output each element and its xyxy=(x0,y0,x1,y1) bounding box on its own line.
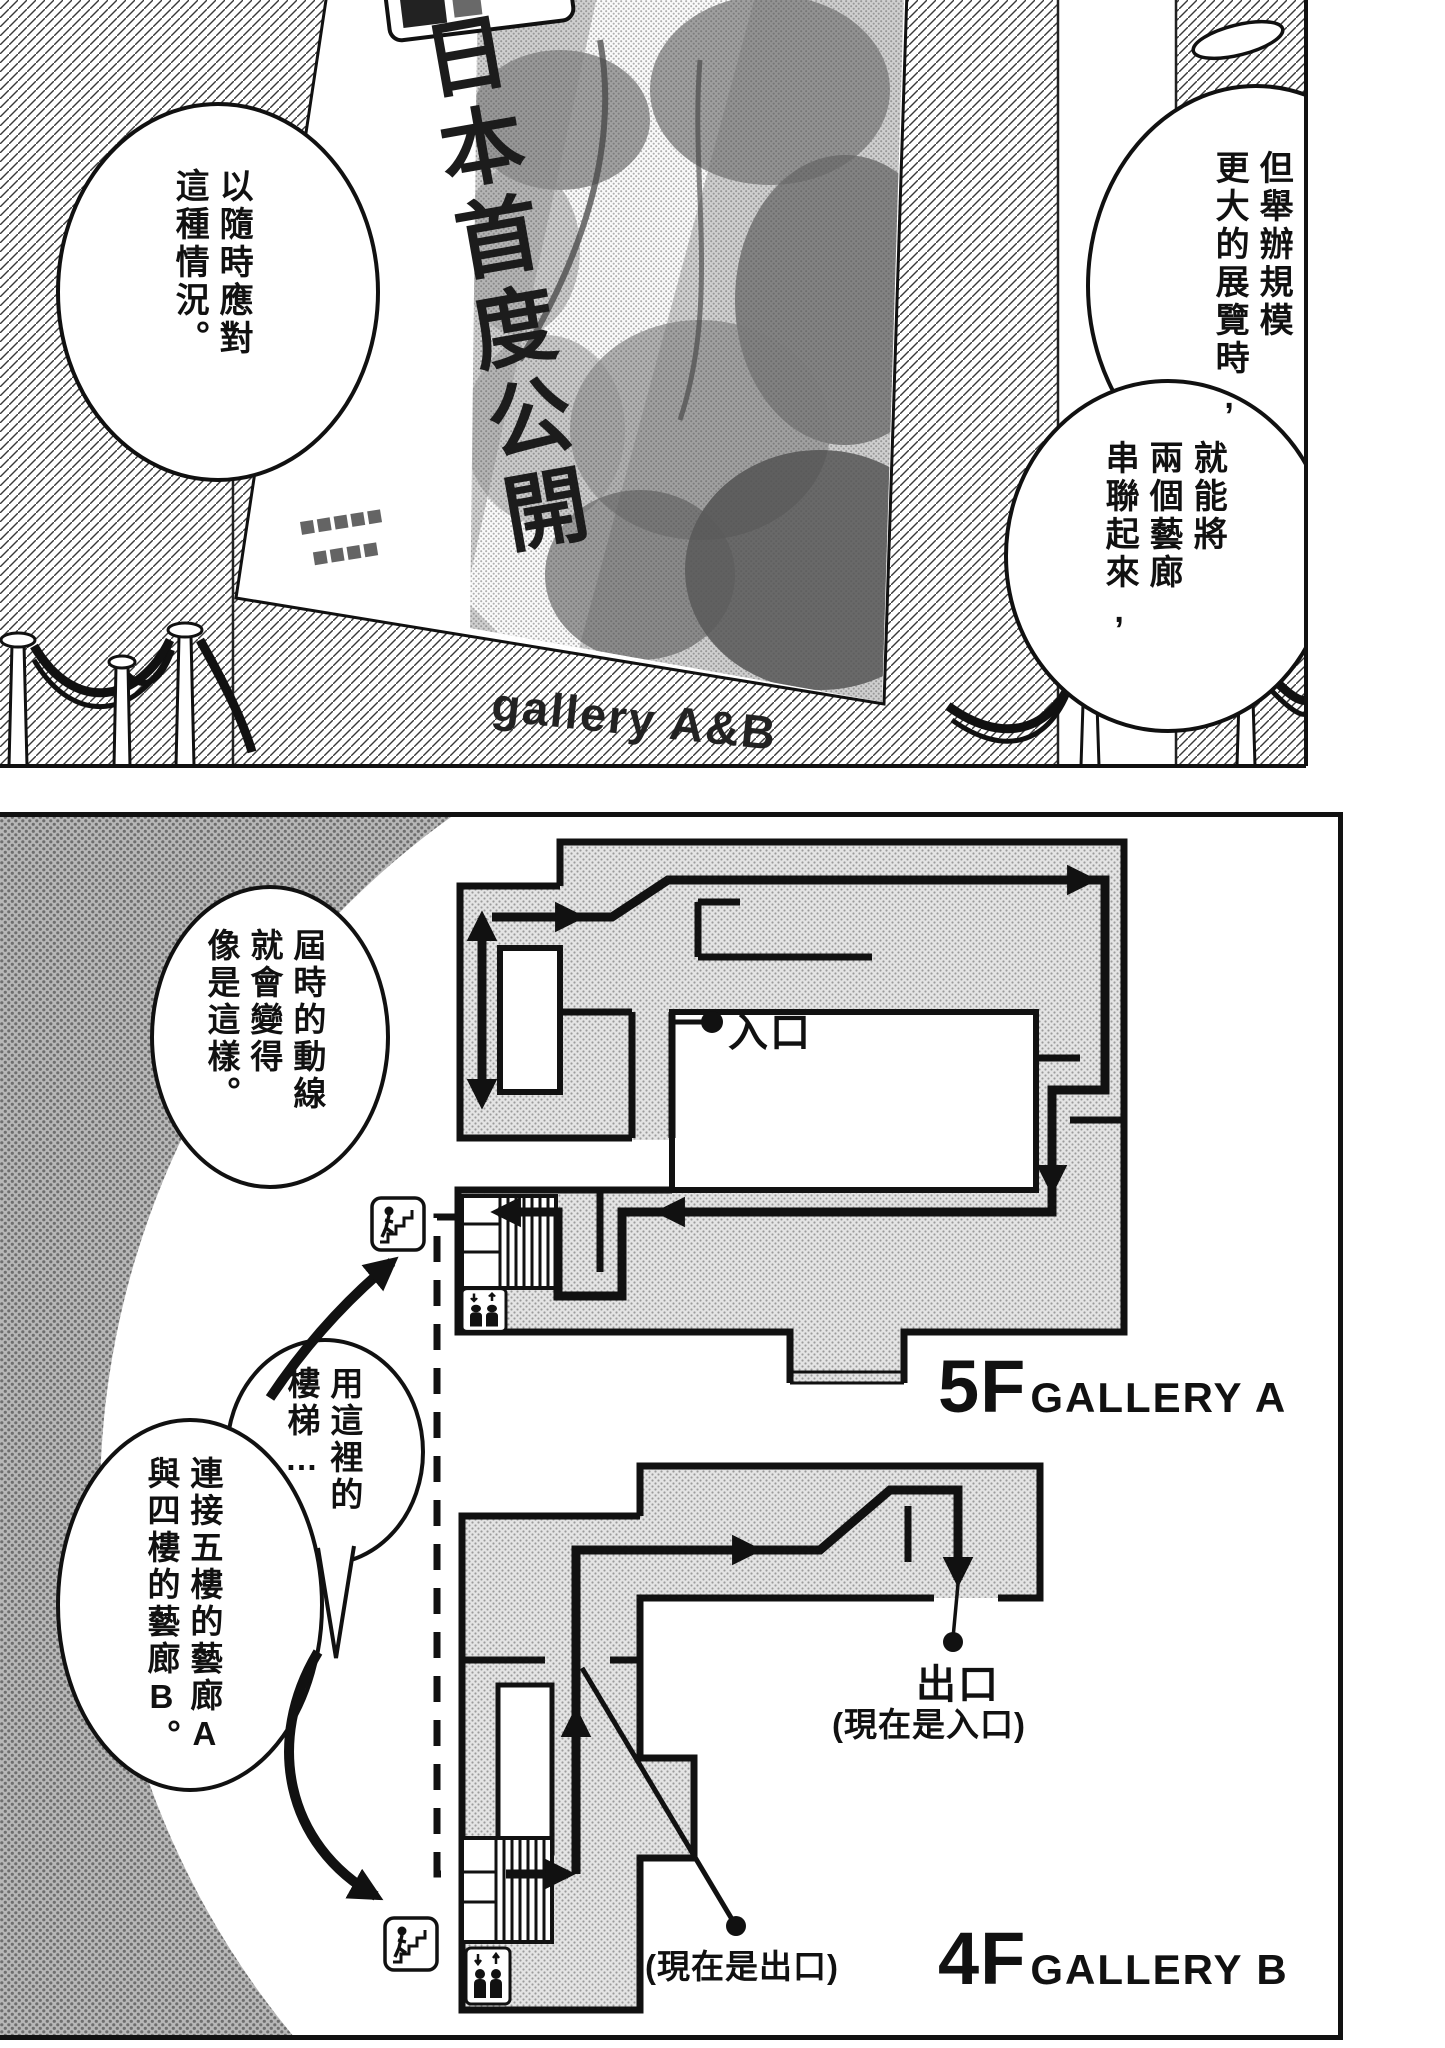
elevator-icon-5f xyxy=(460,1287,508,1333)
escalator-shaft xyxy=(790,1370,904,1385)
exit-note-4f: (現在是入口) xyxy=(832,1706,1026,1743)
stairs-connector-dashed-line xyxy=(433,1213,462,1878)
panel-2-border xyxy=(0,812,1343,2040)
exit-marker-4f xyxy=(943,1583,963,1652)
speech-bubble-link xyxy=(1004,379,1306,733)
floor-label-4f: 4F GALLERY B xyxy=(938,1922,1289,1996)
exit-label-4f: 出口 xyxy=(916,1663,1000,1707)
poster-top-badge xyxy=(383,0,576,43)
bubble-route-text: 屆時的動線 就會變得 像是這樣。 xyxy=(202,928,326,1113)
speech-bubble-connect xyxy=(56,1418,324,1792)
panel-1-art xyxy=(0,0,1308,768)
bubble-to-stairs-arrows xyxy=(265,1256,399,1901)
bubble-link-text: 就能將 兩個藝廊 串聯起來, xyxy=(1100,440,1227,634)
panel-2-art xyxy=(0,812,1343,2040)
current-exit-pointer xyxy=(579,1666,746,1936)
floor-map-5f xyxy=(454,838,1128,1385)
gallery-name-b: GALLERY B xyxy=(1030,1946,1289,1993)
floor-map-4f xyxy=(458,1462,1044,2014)
floor-label-5f: 5F GALLERY A xyxy=(938,1350,1287,1424)
floor-number-5f: 5F xyxy=(938,1345,1027,1428)
bubble-stairs-text: 用這裡的 樓梯… xyxy=(282,1366,363,1514)
floor-number-4f: 4F xyxy=(938,1917,1027,2000)
stairs-icon-4f-badge xyxy=(383,1916,439,1972)
elevator-icon-4f xyxy=(464,1946,512,2006)
flow-route-5f xyxy=(466,864,1110,1301)
stairs-icon-5f-badge xyxy=(370,1196,426,1252)
speech-bubble-anytime xyxy=(56,102,380,482)
bubble-anytime-text: 以隨時應對 這種情況。 xyxy=(170,168,253,358)
bubble-connect-text: 連接五樓的藝廊A 與四樓的藝廊B。 xyxy=(142,1456,223,1756)
exhibition-poster xyxy=(234,0,909,706)
flow-route-4f xyxy=(506,1485,974,1890)
stairs-4f xyxy=(460,1836,554,1944)
ceiling-light xyxy=(1191,19,1285,61)
current-exit-note-4f: (現在是出口) xyxy=(645,1948,839,1985)
gallery-name-a: GALLERY A xyxy=(1030,1374,1288,1421)
speech-bubble-route xyxy=(150,885,390,1189)
bubble-bigger-text: 但舉辦規模 更大的展覽時, xyxy=(1210,150,1293,420)
poster-small-print xyxy=(300,509,383,566)
entrance-label-5f: 入口 xyxy=(728,1011,812,1055)
entrance-marker-5f xyxy=(672,1011,723,1033)
